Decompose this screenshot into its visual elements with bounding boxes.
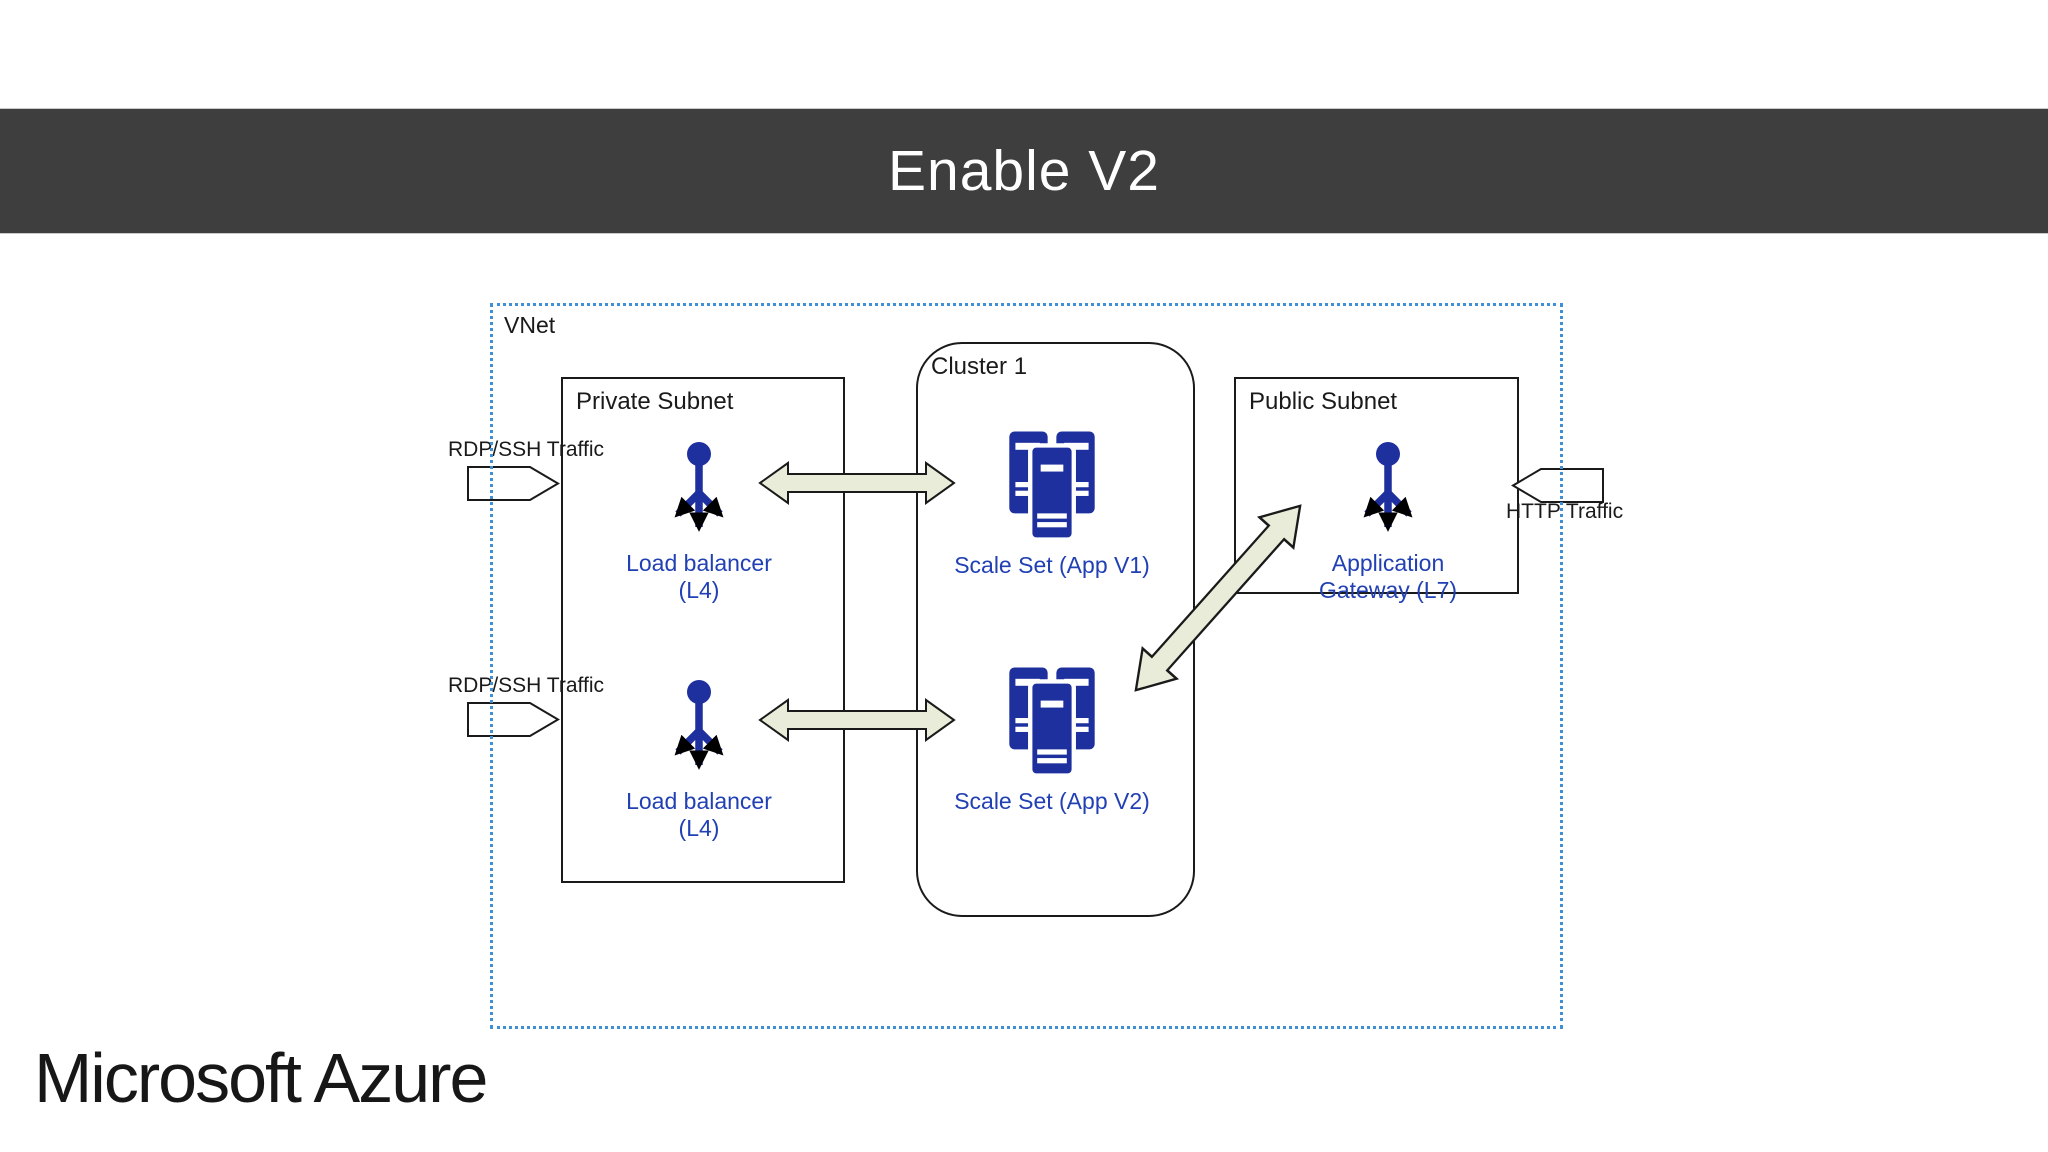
load-balancer-icon <box>649 679 749 784</box>
application-gateway-icon <box>1338 441 1438 546</box>
load-balancer-icon <box>649 441 749 546</box>
node-scale-set-v1: Scale Set (App V1) <box>947 428 1157 579</box>
vnet-label: VNet <box>504 312 556 338</box>
vm-scale-set-icon <box>1004 664 1100 784</box>
scale-set-v2-label: Scale Set (App V2) <box>954 788 1150 814</box>
load-balancer-top-tier: (L4) <box>678 577 720 603</box>
application-gateway-tier: Gateway (L7) <box>1318 577 1458 603</box>
private-subnet-label: Private Subnet <box>576 388 734 415</box>
scale-set-v1-label: Scale Set (App V1) <box>954 552 1150 578</box>
node-load-balancer-bottom: Load balancer (L4) <box>599 679 799 842</box>
http-traffic-label: HTTP Traffic <box>1506 500 1624 523</box>
rdp-ssh-arrow-bottom <box>467 702 560 737</box>
load-balancer-top-name: Load balancer <box>626 550 772 576</box>
lb-to-scaleset-v1-arrow <box>758 461 956 505</box>
title-bar: Enable V2 <box>0 109 2048 233</box>
public-subnet-box: Public Subnet <box>1234 377 1519 594</box>
load-balancer-bottom-tier: (L4) <box>678 815 720 841</box>
application-gateway-name: Application <box>1331 550 1445 576</box>
lb-to-scaleset-v2-arrow <box>758 698 956 742</box>
http-arrow <box>1511 468 1604 503</box>
rdp-ssh-traffic-label-top: RDP/SSH Traffic <box>448 438 604 461</box>
node-scale-set-v2: Scale Set (App V2) <box>947 664 1157 815</box>
rdp-ssh-arrow-top <box>467 466 560 501</box>
load-balancer-bottom-name: Load balancer <box>626 788 772 814</box>
private-subnet-box: Private Subnet <box>561 377 845 883</box>
cluster-label: Cluster 1 <box>931 353 1028 380</box>
public-subnet-label: Public Subnet <box>1249 388 1398 415</box>
microsoft-azure-logo: Microsoft Azure <box>34 1039 488 1117</box>
page-title: Enable V2 <box>887 139 1161 203</box>
node-application-gateway: Application Gateway (L7) <box>1288 441 1488 604</box>
vm-scale-set-icon <box>1004 428 1100 548</box>
rdp-ssh-traffic-label-bottom: RDP/SSH Traffic <box>448 674 604 697</box>
node-load-balancer-top: Load balancer (L4) <box>599 441 799 604</box>
